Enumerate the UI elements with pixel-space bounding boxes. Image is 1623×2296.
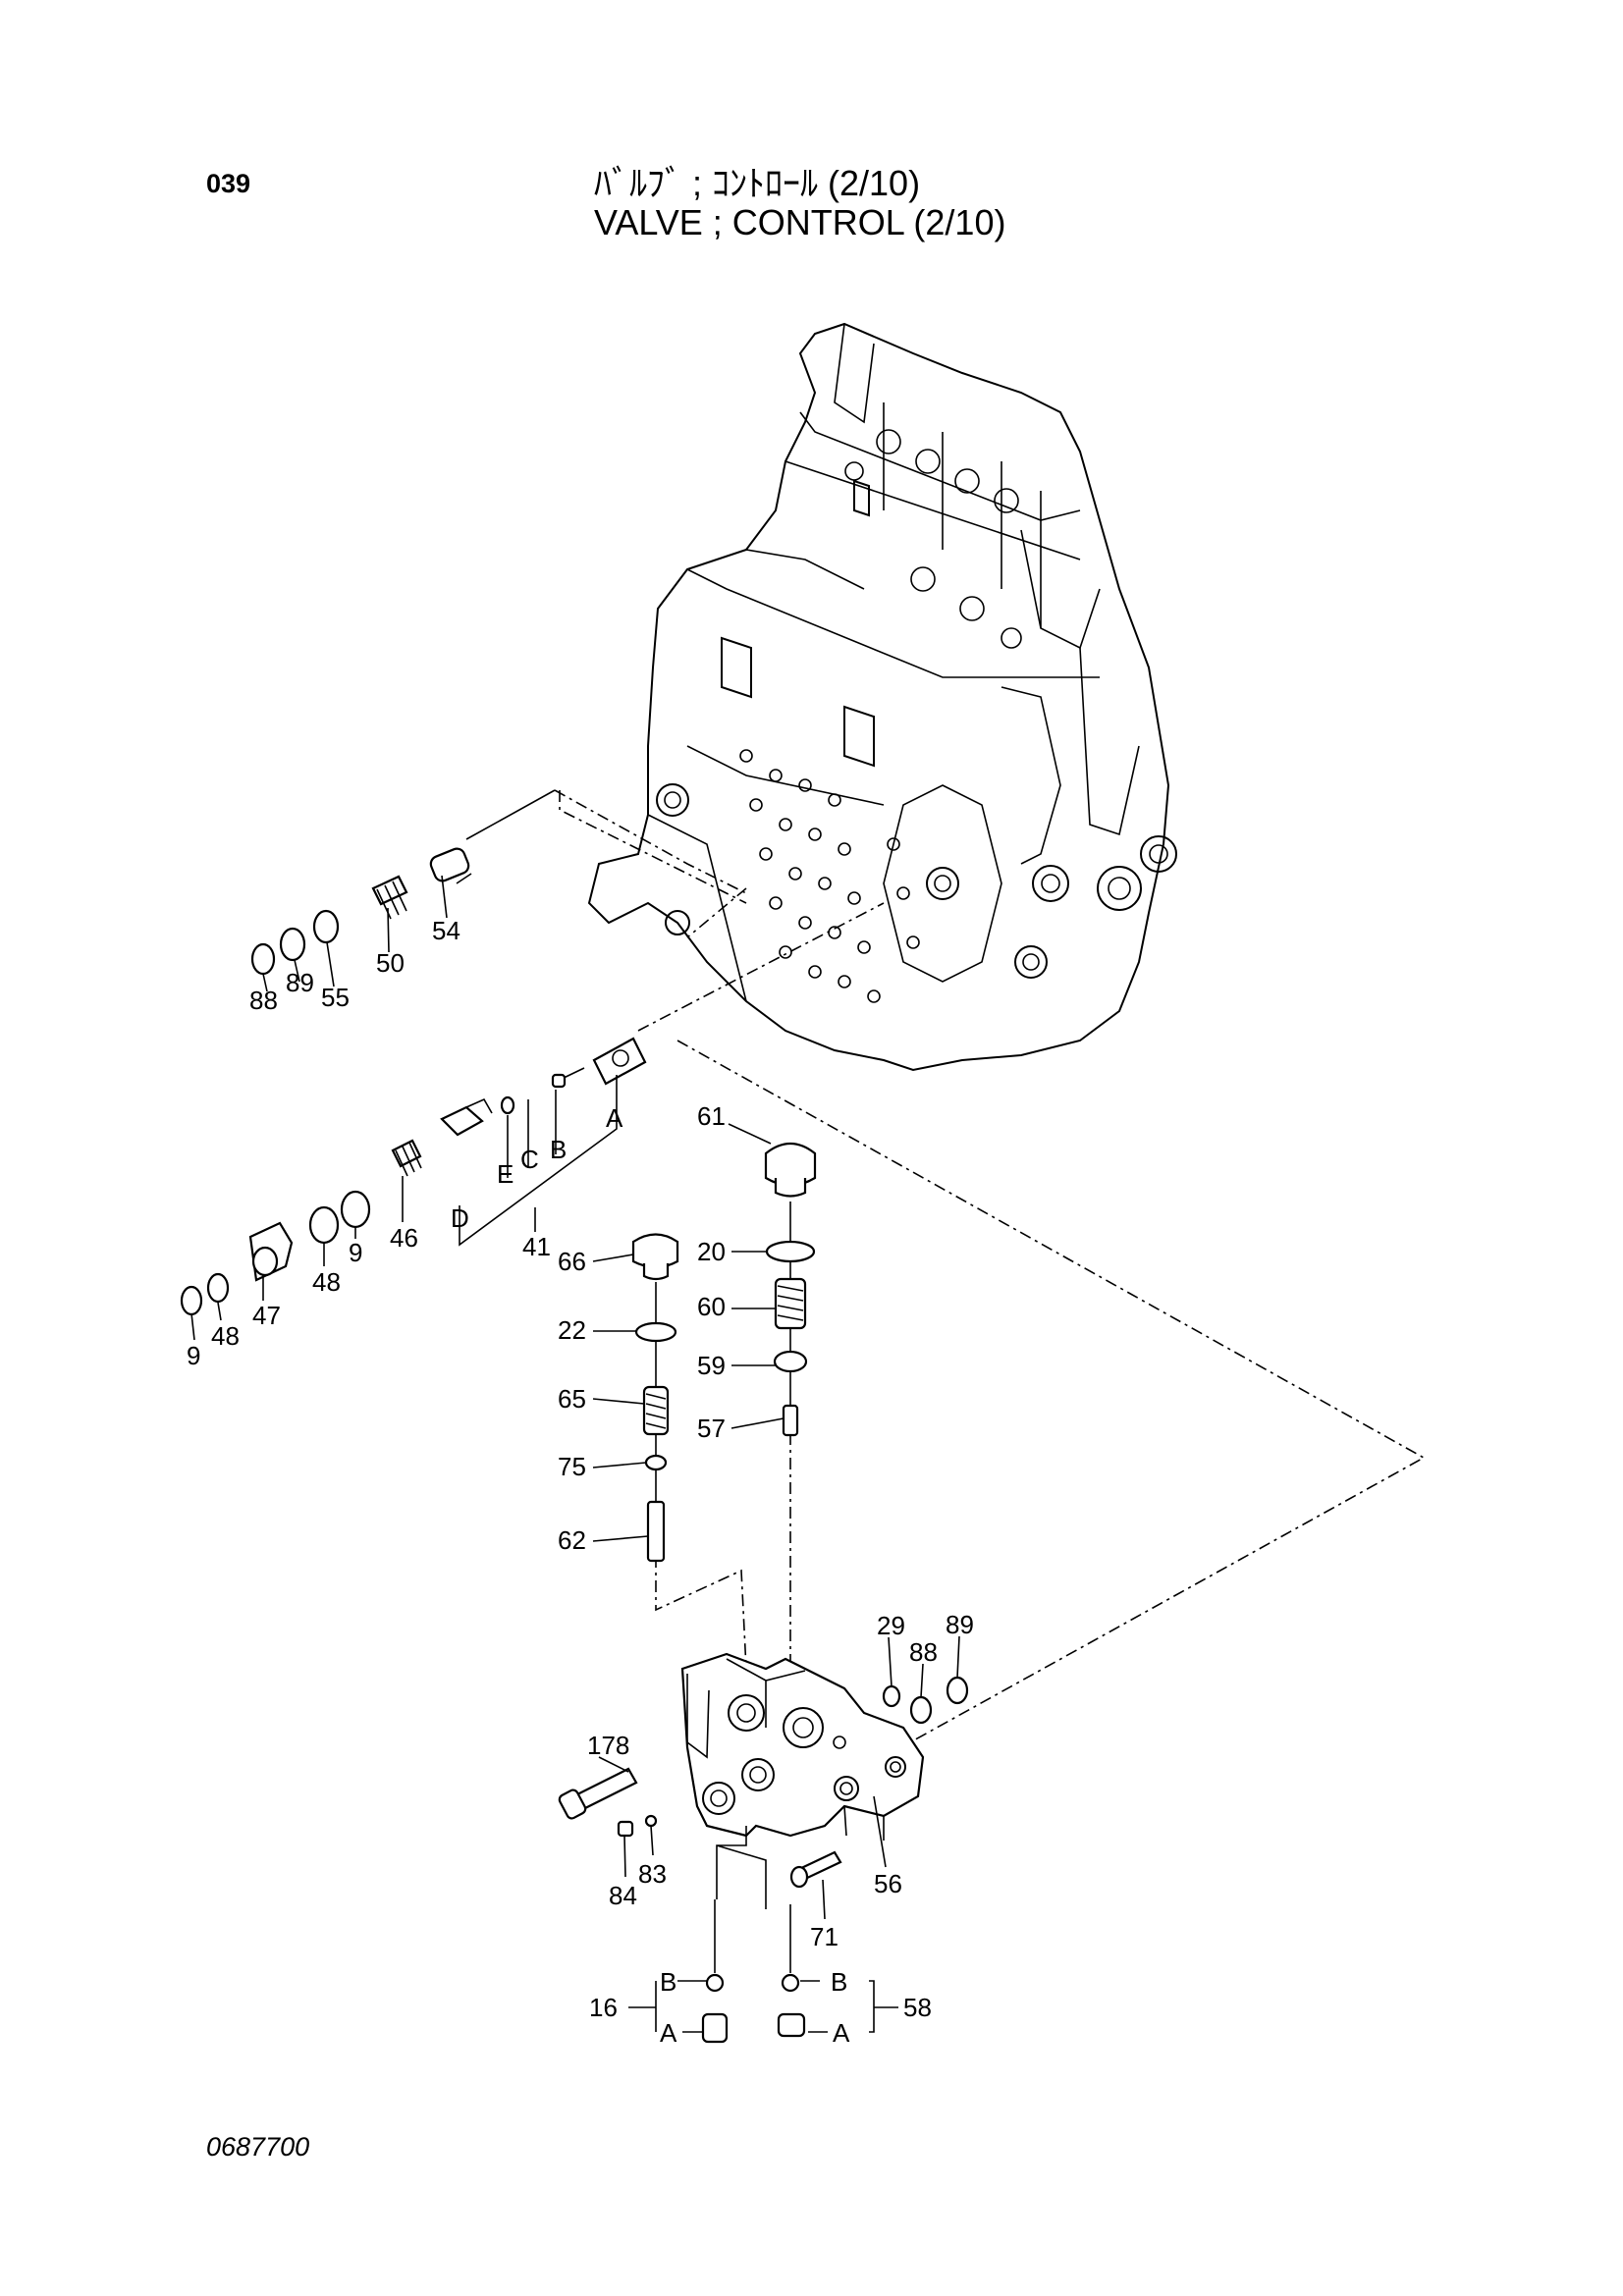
check-valve-58	[777, 1904, 898, 2038]
callout-A-spool: A	[606, 1103, 623, 1133]
page-title-english: VALVE ; CONTROL (2/10)	[594, 202, 1006, 242]
callout-59: 59	[697, 1351, 726, 1380]
valve-face-ports	[739, 749, 920, 1003]
callout-58: 58	[903, 1993, 932, 2022]
callout-89-lower: 89	[946, 1610, 974, 1639]
callout-29: 29	[877, 1611, 905, 1640]
callout-B-spool: B	[550, 1135, 567, 1164]
callout-83: 83	[638, 1859, 667, 1889]
callout-16: 16	[589, 1993, 618, 2022]
callout-E-spool: E	[497, 1159, 514, 1189]
callout-65: 65	[558, 1384, 586, 1414]
callout-A-16: A	[660, 2018, 677, 2048]
callout-22: 22	[558, 1315, 586, 1345]
callout-46: 46	[390, 1223, 418, 1253]
callout-B-16: B	[660, 1967, 676, 1997]
callout-47: 47	[252, 1301, 281, 1330]
callout-57: 57	[697, 1414, 726, 1443]
pilot-plug-stack-right	[728, 1123, 817, 1437]
spool-seal-group	[180, 1037, 647, 1341]
page-number: 039	[206, 169, 251, 198]
callout-84: 84	[609, 1881, 637, 1910]
pilot-plug-stack-left	[592, 1233, 679, 1563]
control-valve-assembly	[587, 322, 1177, 1072]
pilot-valve-body	[558, 1635, 969, 1920]
callout-48-a: 48	[312, 1267, 341, 1297]
assembly-centreline-spool	[637, 902, 885, 1032]
relief-plug-set	[250, 789, 556, 992]
assembly-centreline-66	[655, 1531, 747, 1670]
callout-48-b: 48	[211, 1321, 240, 1351]
callout-9-a: 9	[349, 1238, 362, 1267]
callout-labels: 54 50 55 89 88 A B C E D 41 46 9 48 47 4…	[187, 916, 974, 2048]
callout-B-58: B	[831, 1967, 847, 1997]
callout-41: 41	[522, 1232, 551, 1261]
callout-75: 75	[558, 1452, 586, 1481]
check-valve-16	[628, 1899, 729, 2044]
callout-88-upper: 88	[249, 986, 278, 1015]
document-code: 0687700	[206, 2132, 310, 2162]
callout-61: 61	[697, 1101, 726, 1131]
assembly-centreline-upper	[554, 789, 747, 938]
callout-55: 55	[321, 983, 350, 1012]
callout-66: 66	[558, 1247, 586, 1276]
callout-178: 178	[587, 1731, 629, 1760]
callout-20: 20	[697, 1237, 726, 1266]
callout-9-b: 9	[187, 1341, 200, 1370]
callout-D-spool: D	[451, 1203, 469, 1233]
callout-62: 62	[558, 1525, 586, 1555]
callout-56: 56	[874, 1869, 902, 1898]
callout-89-upper: 89	[286, 968, 314, 997]
callout-71: 71	[810, 1922, 839, 1951]
callout-60: 60	[697, 1292, 726, 1321]
callout-88-lower: 88	[909, 1637, 938, 1667]
callout-C-spool: C	[520, 1145, 539, 1174]
callout-54: 54	[432, 916, 460, 945]
page-title-japanese: ﾊﾞﾙﾌﾞ ; ｺﾝﾄﾛｰﾙ (2/10)	[594, 163, 921, 203]
callout-A-58: A	[833, 2018, 850, 2048]
callout-50: 50	[376, 948, 405, 978]
